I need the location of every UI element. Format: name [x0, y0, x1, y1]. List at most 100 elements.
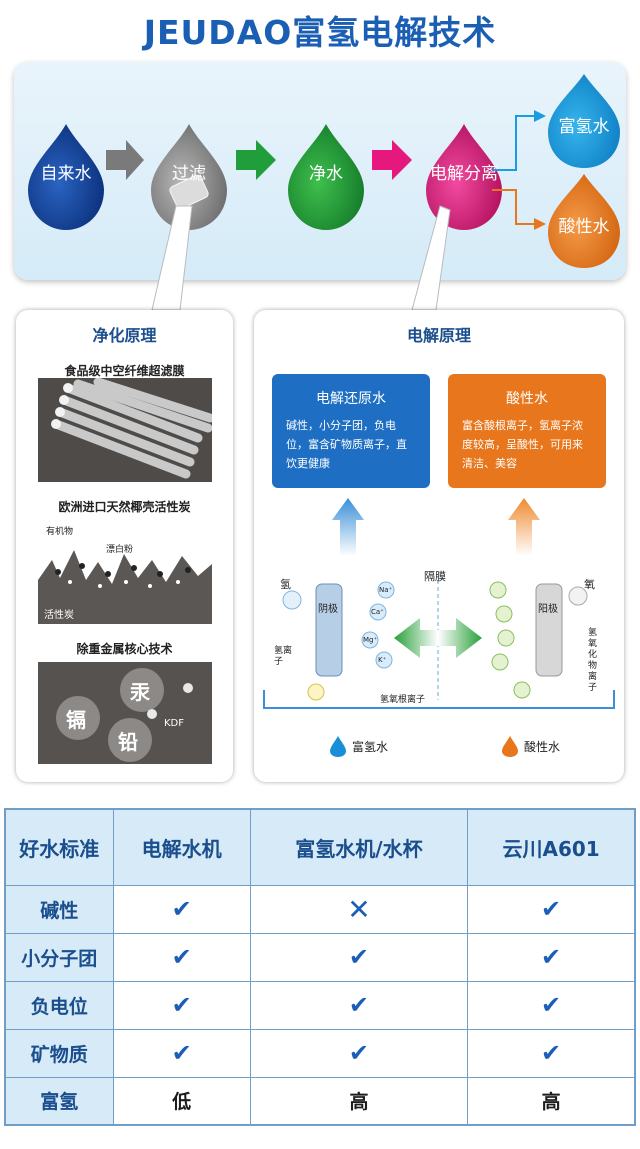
ion-k: [375, 651, 393, 669]
ion-na: [377, 581, 395, 599]
branch-line-down: [492, 189, 536, 225]
ion-ca-label: Ca⁺: [371, 608, 384, 616]
ion-na-label: Na⁺: [379, 586, 393, 594]
table-row: 富氢 低 高 高: [4, 1076, 636, 1126]
ion-cl: [489, 581, 507, 599]
bleach-label: 漂白粉: [106, 545, 134, 555]
electro-callout: [411, 205, 451, 311]
branch-arrow-up: [534, 110, 546, 122]
header-electro-machine: 电解水机: [112, 808, 251, 886]
check-icon: ✔: [249, 932, 469, 982]
cadmium-label: 镉: [66, 708, 86, 732]
o2-molecule: [568, 586, 588, 606]
check-icon: ✔: [467, 932, 636, 982]
header-standard: 好水标准: [4, 808, 114, 886]
membrane-arrows: [394, 618, 482, 658]
heavy-metal-image: 汞 镉 铅 KDF: [38, 662, 212, 764]
filter-cartridge-icon: [169, 174, 209, 210]
hydrogen-label: 氢: [280, 578, 291, 591]
organic-label: 有机物: [46, 527, 74, 537]
ion-mg: [361, 631, 379, 649]
hydrogen-level: 高: [467, 1076, 636, 1126]
tap-water-label: 自来水: [41, 164, 92, 184]
carbon-label: 活性炭: [44, 610, 74, 621]
callout-pointers: [151, 205, 451, 311]
table-row: 负电位 ✔ ✔ ✔: [4, 980, 636, 1030]
header-hydrogen-cup: 富氢水机/水杯: [249, 808, 469, 886]
up-arrow-blue: [332, 498, 364, 556]
check-icon: ✔: [467, 1028, 636, 1078]
anode-label: 阳极: [538, 604, 558, 615]
clean-water-drop: [288, 124, 364, 230]
lead-label: 铅: [118, 730, 138, 754]
step1-title: 食品级中空纤维超滤膜: [64, 364, 185, 378]
electro-title: 电解原理: [406, 326, 471, 345]
ion-mg-label: Mg⁺: [363, 636, 378, 644]
table-header-row: 好水标准 电解水机 富氢水机/水杯 云川A601: [4, 808, 636, 886]
cathode-label: 阴极: [318, 604, 338, 615]
orange-card-title: 酸性水: [506, 391, 548, 407]
ion-h-right: [513, 681, 531, 699]
ion-no3: [495, 605, 513, 623]
check-icon: ✔: [467, 980, 636, 1030]
hydrogen-level: 高: [249, 1076, 469, 1126]
ion-co3: [491, 653, 509, 671]
filter-label: 过滤: [172, 164, 206, 184]
legend-orange-label: 酸性水: [524, 740, 561, 754]
ion-so4: [497, 629, 515, 647]
filter-drop: [151, 124, 227, 230]
table-row: 碱性 ✔ ✕ ✔: [4, 884, 636, 934]
hollow-fiber-image: [38, 378, 212, 482]
acid-water-label: 酸性水: [559, 217, 610, 237]
purify-panel: 净化原理 食品级中空纤维超滤膜 欧洲进口天然椰壳活性炭 有机物 漂白粉: [16, 310, 233, 782]
hydrogen-level: 低: [112, 1076, 251, 1126]
legend-orange-drop-icon: [502, 736, 518, 757]
table-row: 小分子团 ✔ ✔ ✔: [4, 932, 636, 982]
step2-title: 欧洲进口天然椰壳活性炭: [58, 500, 191, 514]
anode-tube: [535, 583, 563, 677]
hydrogen-water-drop: [548, 74, 620, 168]
oxygen-label: 氧: [584, 578, 595, 591]
page-title: JEUDAO富氢电解技术: [143, 13, 497, 52]
arrow-pink: [372, 140, 412, 180]
legend-blue-label: 富氢水: [352, 740, 389, 754]
arrow-green: [236, 140, 276, 180]
h2-molecule: [282, 590, 302, 610]
purify-title: 净化原理: [92, 326, 157, 345]
blue-card-text: 碱性，小分子团，负电位，富含矿物质离子，直饮更健康: [286, 419, 407, 470]
check-icon: ✔: [112, 884, 251, 934]
check-icon: ✔: [112, 980, 251, 1030]
step3-title: 除重金属核心技术: [76, 642, 173, 656]
row-label: 小分子团: [4, 932, 114, 982]
tap-water-drop: [28, 124, 104, 230]
row-label: 碱性: [4, 884, 114, 934]
legend-blue-drop-icon: [330, 736, 346, 757]
cathode-tube: [315, 583, 343, 677]
ion-oh-left: [307, 683, 325, 701]
acid-water-drop: [548, 174, 620, 268]
blue-card: 电解还原水 碱性，小分子团，负电位，富含矿物质离子，直饮更健康: [272, 374, 430, 488]
electrolysis-diagram: [263, 498, 615, 709]
oxygen-ion-label: 氢氧化物离子: [588, 628, 598, 693]
kdf-label: KDF: [164, 718, 185, 729]
tank-outline: [263, 690, 615, 709]
mercury-label: 汞: [130, 680, 150, 704]
electrolysis-drop: [426, 124, 502, 230]
electro-panel: 电解原理 电解还原水 碱性，小分子团，负电位，富含矿物质离子，直饮更健康 酸性水…: [254, 310, 624, 782]
check-icon: ✔: [249, 1028, 469, 1078]
activated-carbon-image: 有机物 漂白粉 活性炭: [38, 520, 212, 624]
clean-water-label: 净水: [309, 164, 343, 184]
branch-line-up: [492, 115, 536, 171]
membrane-label: 隔膜: [424, 570, 446, 583]
row-label: 负电位: [4, 980, 114, 1030]
check-icon: ✔: [467, 884, 636, 934]
electrolysis-label: 电解分离: [430, 164, 498, 184]
cross-icon: ✕: [249, 884, 469, 934]
header-a601: 云川A601: [467, 808, 636, 886]
ion-k-label: K⁺: [378, 656, 387, 664]
check-icon: ✔: [112, 1028, 251, 1078]
check-icon: ✔: [249, 980, 469, 1030]
process-flow-diagram: 自来水 过滤 净水 电解分离 富氢水 酸性水: [28, 74, 620, 268]
blue-card-title: 电解还原水: [316, 391, 386, 407]
arrow-grey: [106, 140, 144, 180]
